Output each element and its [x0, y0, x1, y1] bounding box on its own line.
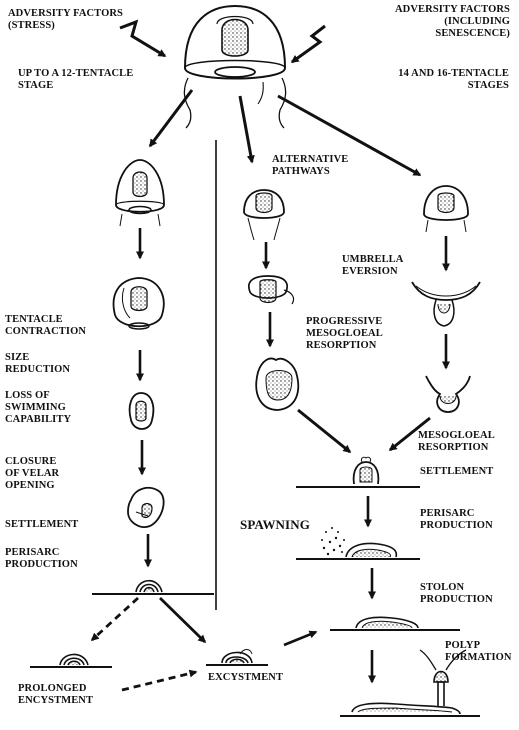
cyst-left-settled: [127, 486, 165, 528]
label-umbrella-eversion: UMBRELLA EVERSION: [342, 254, 404, 277]
label-loss-of-swimming: LOSS OF SWIMMING CAPABILITY: [5, 390, 72, 425]
label-settlement-right: SETTLEMENT: [420, 466, 494, 477]
arrow-dashed-prolonged-to-excyst: [121, 669, 198, 692]
label-closure-velar: CLOSURE OF VELAR OPENING: [5, 456, 60, 491]
stolon: [355, 616, 419, 629]
label-mesogloeal-resorption: MESOGLOEAL RESORPTION: [418, 430, 495, 453]
medusa-left-1: [115, 159, 165, 227]
arrow-excystment-to-stolon: [283, 630, 318, 647]
arrow-middle-to-settlement: [297, 408, 352, 454]
medusa-right-1: [423, 185, 469, 233]
everted-remnant: [425, 375, 471, 413]
label-stolon-production: STOLON PRODUCTION: [420, 582, 493, 605]
label-prolonged-encystment: PROLONGED ENCYSTMENT: [18, 683, 94, 706]
label-alternative-pathways: ALTERNATIVE PATHWAYS: [272, 154, 349, 177]
label-polyp-formation: POLYP FORMATION: [445, 640, 512, 663]
medusa-middle-2: [248, 275, 295, 305]
arrow-top-to-middle: [238, 95, 255, 164]
medusa-middle-3: [255, 357, 300, 411]
medusa-middle-1: [243, 189, 285, 241]
label-settlement-left: SETTLEMENT: [5, 519, 79, 530]
label-excystment: EXCYSTMENT: [208, 672, 284, 683]
excysting-cyst: [221, 649, 253, 664]
label-progressive-resorption: PROGRESSIVE MESOGLOEAL RESORPTION: [306, 316, 383, 351]
everted-umbrella: [411, 281, 481, 327]
label-perisarc-right: PERISARC PRODUCTION: [420, 508, 493, 531]
arrow-top-to-left: [148, 89, 194, 148]
cyst-left-perisarc: [135, 579, 163, 593]
adversity-arrow-left: [119, 19, 167, 58]
label-perisarc-left: PERISARC PRODUCTION: [5, 547, 78, 570]
spawning-perisarc: [321, 527, 398, 558]
arrow-dashed-to-prolonged: [90, 596, 139, 642]
label-spawning: SPAWNING: [240, 517, 310, 532]
arrow-top-to-right: [277, 94, 422, 177]
prolonged-cyst: [59, 653, 89, 666]
adversity-arrow-right: [290, 24, 326, 64]
label-size-reduction: SIZE REDUCTION: [5, 352, 71, 375]
label-14-16-tentacle: 14 AND 16-TENTACLE STAGES: [398, 68, 509, 91]
label-adversity-senescence: ADVERSITY FACTORS (INCLUDING SENESCENCE): [395, 4, 510, 39]
medusa-top: [183, 4, 287, 129]
medusa-left-2: [112, 277, 165, 330]
label-up-to-12-tentacle: UP TO A 12-TENTACLE STAGE: [18, 68, 134, 91]
medusa-left-3: [128, 392, 155, 430]
arrow-to-excystment: [159, 596, 207, 644]
label-tentacle-contraction: TENTACLE CONTRACTION: [5, 314, 87, 337]
settled-stage: [352, 456, 380, 485]
polyp: [351, 649, 467, 715]
label-adversity-stress: ADVERSITY FACTORS (STRESS): [8, 8, 123, 31]
arrow-right-to-settlement: [388, 416, 431, 452]
